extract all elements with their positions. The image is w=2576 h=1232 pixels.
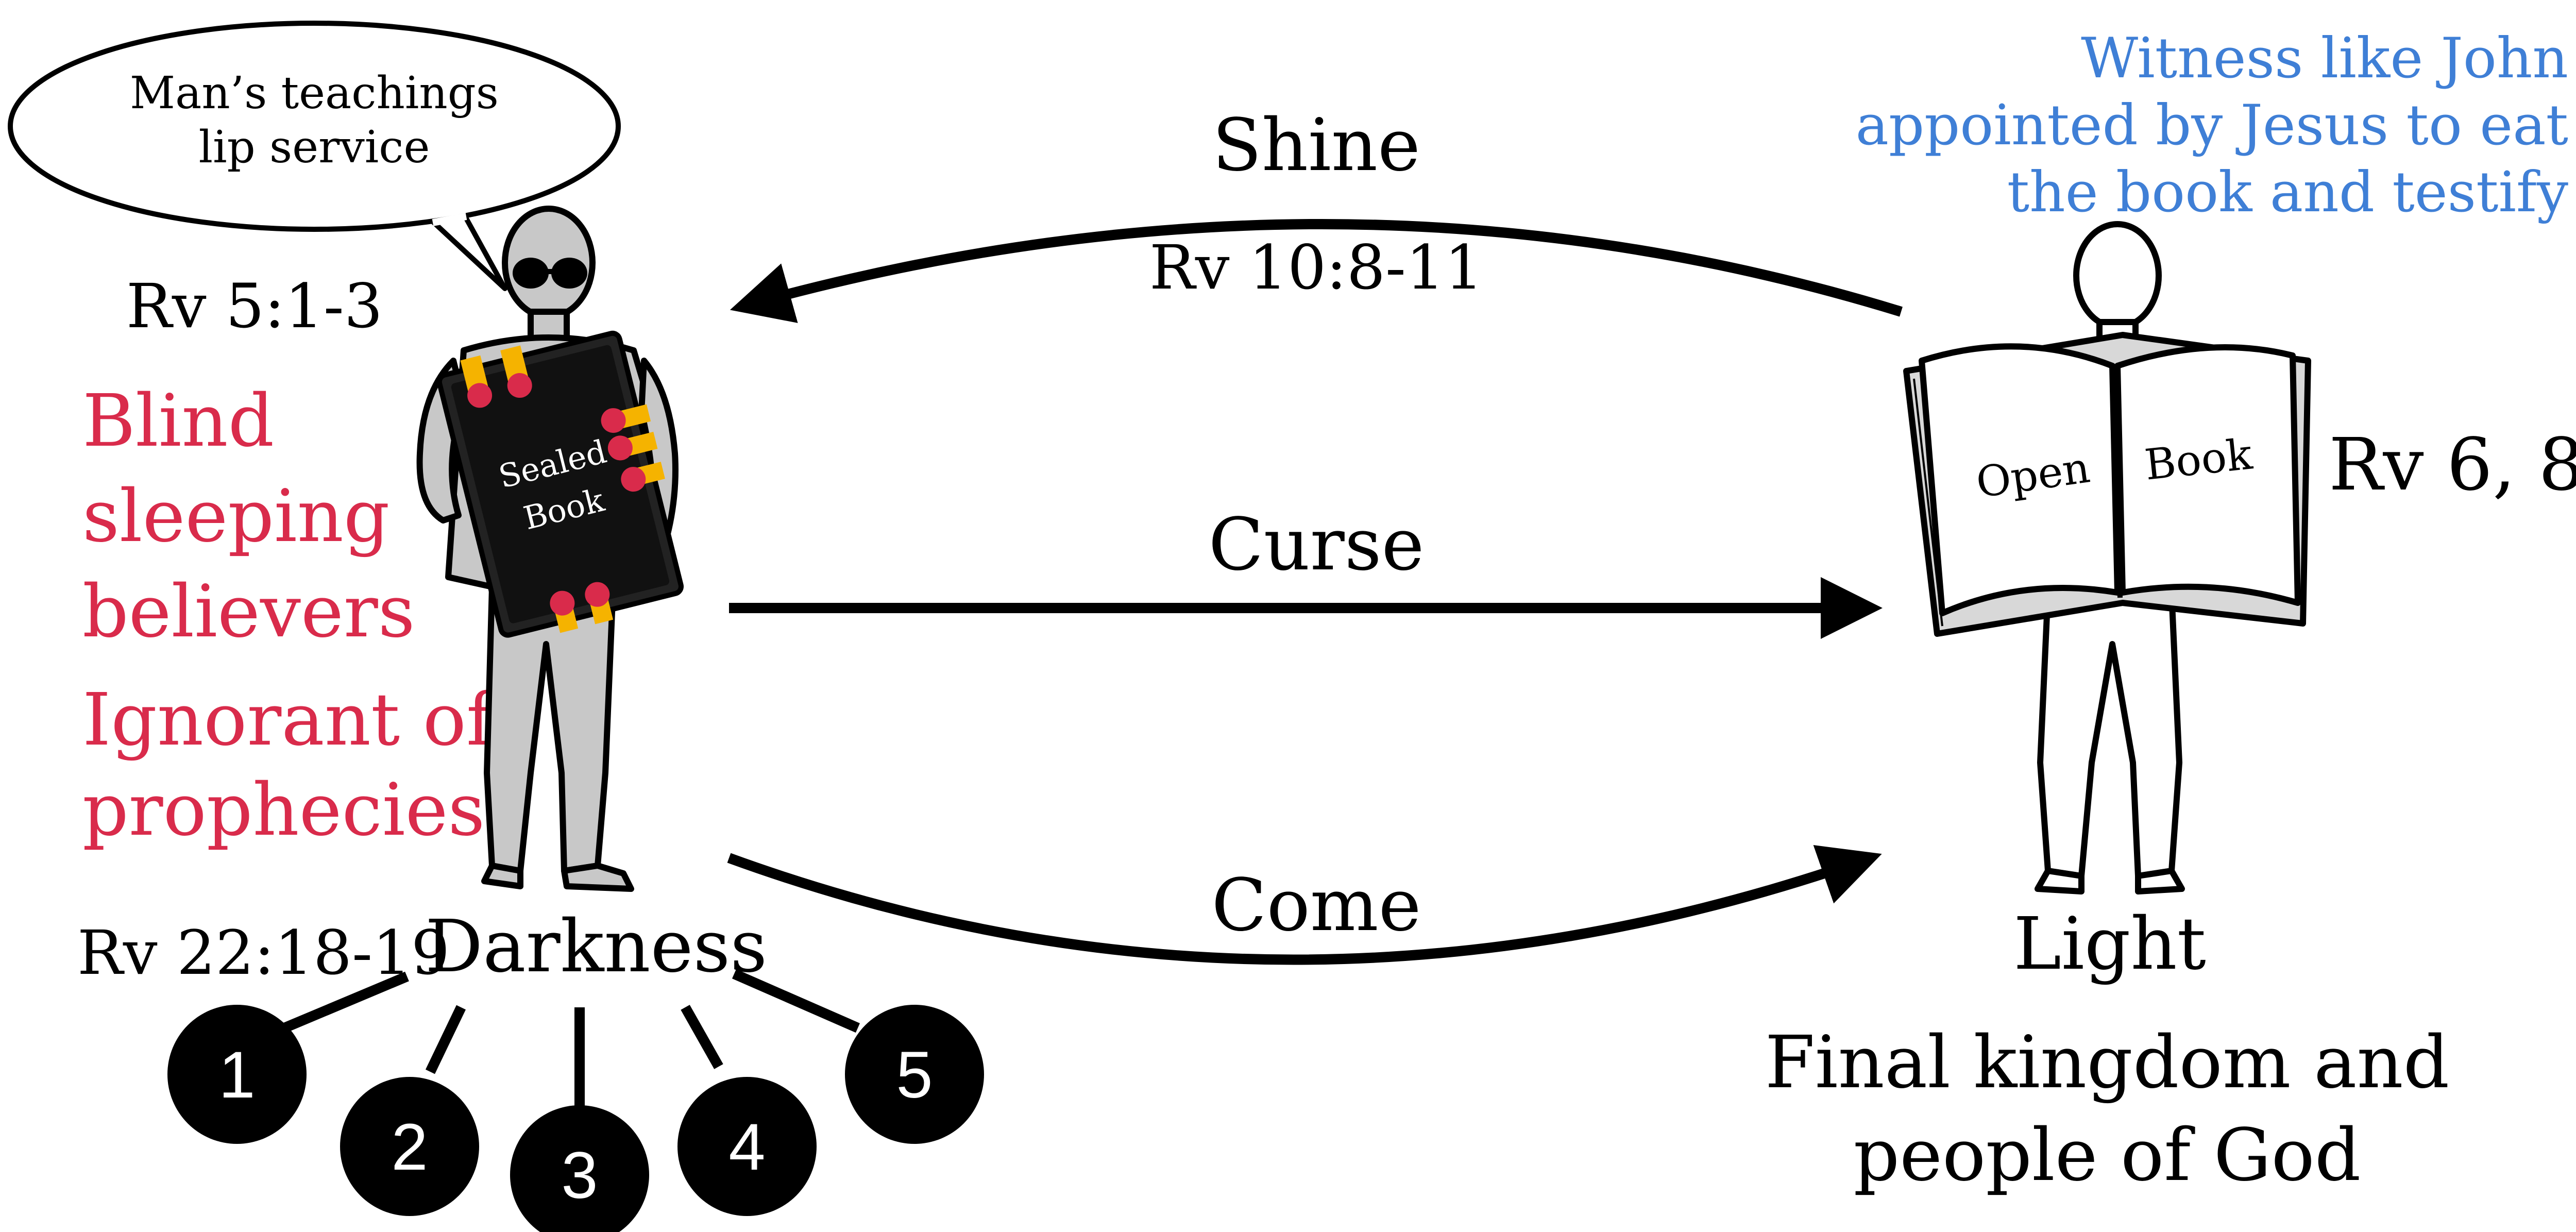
numbered-item-2-label: 2 [391,1110,428,1184]
numbered-item-4: 4 [677,1077,817,1216]
numbered-item-2: 2 [340,1077,479,1216]
left-ignorant-line2: prophecies [82,768,485,852]
arrow-come-label: Come [1211,864,1421,948]
final-line1: Final kingdom and [1765,1021,2450,1105]
left-ref-top: Rv 5:1-3 [126,271,383,342]
left-ignorant: Ignorant of prophecies [82,678,498,852]
witness-text: Witness like John appointed by Jesus to … [1856,26,2568,225]
left-ignorant-line1: Ignorant of [82,678,498,762]
witness-line2: appointed by Jesus to eat [1856,93,2568,158]
open-book: Open Book [1903,332,2311,637]
left-ref-bottom: Rv 22:18-19 [77,917,450,988]
numbered-item-3-label: 3 [561,1139,598,1212]
sunglasses-icon [513,258,587,289]
left-description: Blind sleeping believers [82,379,415,654]
speech-bubble-line1: Man’s teachings [130,67,499,119]
arrow-shine [730,218,1903,323]
arrow-shine-label: Shine [1212,104,1420,188]
numbered-item-1: 1 [167,1005,307,1144]
arrow-shine-ref: Rv 10:8-11 [1149,232,1483,303]
numbered-item-5: 5 [845,1005,984,1144]
numbered-item-4-label: 4 [728,1110,765,1184]
left-desc-line2: sleeping [82,475,390,559]
speech-bubble-line2: lip service [199,122,430,173]
witness-line1: Witness like John [2081,26,2568,91]
numbered-item-3: 3 [510,1105,649,1232]
darkness-label: Darkness [425,905,767,989]
witness-line3: the book and testify [2007,160,2568,225]
right-ref: Rv 6, 8 [2329,423,2576,507]
left-desc-line3: believers [82,570,415,654]
darkness-branches [276,969,860,1108]
light-label: Light [2013,902,2206,986]
numbered-item-1-label: 1 [218,1038,255,1112]
sealed-book: Sealed Book [436,330,684,638]
arrow-curse-label: Curse [1209,503,1425,587]
numbered-item-5-label: 5 [896,1038,933,1112]
final-line2: people of God [1854,1113,2361,1197]
left-desc-line1: Blind [82,379,274,463]
open-book-right: Book [2142,430,2255,490]
arrow-come [727,845,1882,965]
speech-bubble: Man’s teachings lip service [8,21,621,291]
final-kingdom-text: Final kingdom and people of God [1765,1021,2450,1197]
